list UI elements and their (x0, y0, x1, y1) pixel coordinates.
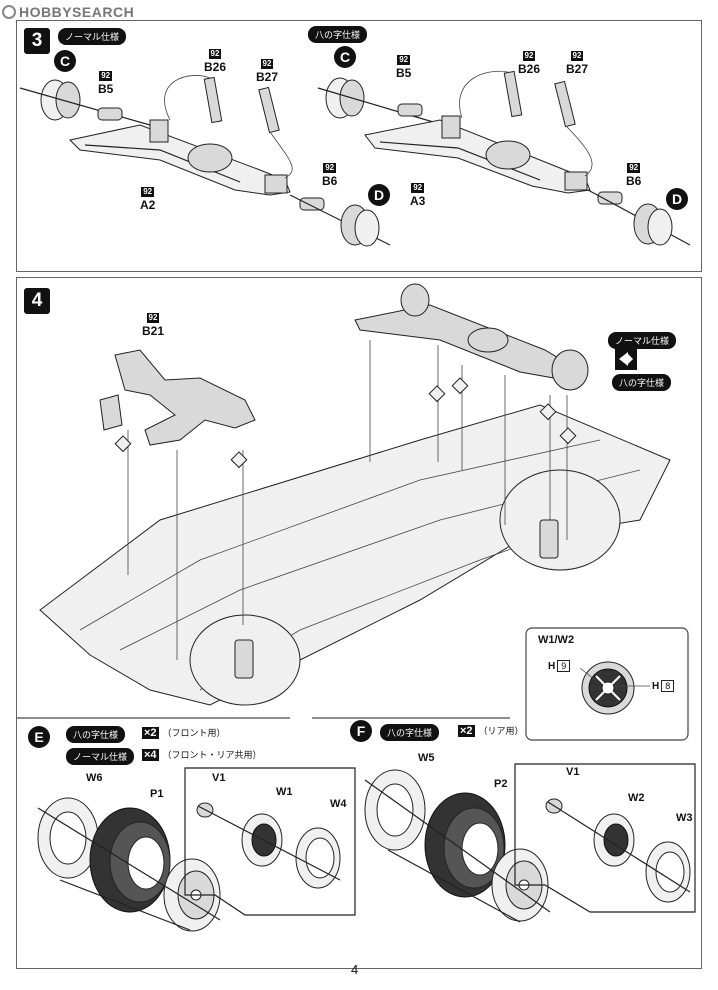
stepF-part-v1: V1 (566, 766, 580, 778)
step3-hachi-circle-d: D (666, 188, 688, 210)
step4-chassis-drawing (39, 283, 671, 706)
step3-normal-label: ノーマル仕様 (58, 28, 127, 45)
stepE-letter: E (28, 726, 50, 748)
page-number: 4 (351, 962, 359, 977)
stepE-part-w6: W6 (86, 772, 103, 784)
stepE-part-p1: P1 (150, 788, 164, 800)
stepE-part-v1: V1 (212, 772, 226, 784)
step3-normal-drawing (19, 75, 391, 247)
stepE-part-w4: W4 (330, 798, 347, 810)
wheel-inset-title: W1/W2 (538, 634, 575, 646)
stepF-part-w2: W2 (628, 792, 645, 804)
stepE-row0-label: 八の字仕様 (66, 726, 126, 743)
step3-normal-circle-c: C (54, 50, 76, 72)
step4-option-hachi: 八の字仕様 (612, 374, 672, 391)
stepF-drawing (364, 763, 696, 923)
stepE-part-w1: W1 (276, 786, 293, 798)
stepF-letter: F (350, 720, 372, 742)
watermark-text: HOBBYSEARCH (19, 4, 135, 20)
stepF-part-w3: W3 (676, 812, 693, 824)
stepE-drawing (37, 767, 356, 932)
step3-normal-circle-d: D (368, 184, 390, 206)
step3-hachi-drawing (317, 70, 691, 246)
stepF-row0-label: 八の字仕様 (380, 724, 440, 741)
stepF-part-p2: P2 (494, 778, 508, 790)
step4-number: 4 (24, 288, 50, 314)
watermark: HOBBYSEARCH (2, 2, 134, 22)
step3-number: 3 (24, 28, 50, 54)
stepF-part-w5: W5 (418, 752, 435, 764)
stepE-row0-qty: ×2（フロント用） (142, 726, 226, 739)
stepE-row1-label: ノーマル仕様 (66, 748, 135, 765)
step3-hachi-label: 八の字仕様 (308, 26, 368, 43)
wheel-inset-drawing (579, 661, 650, 715)
step3-hachi-circle-c: C (334, 46, 356, 68)
stepF-row0-qty: ×2（リア用） (458, 724, 524, 737)
step4-option-normal: ノーマル仕様 (608, 332, 677, 349)
stepE-row1-qty: ×4（フロント・リア共用） (142, 748, 262, 761)
watermark-logo-icon (2, 5, 16, 19)
